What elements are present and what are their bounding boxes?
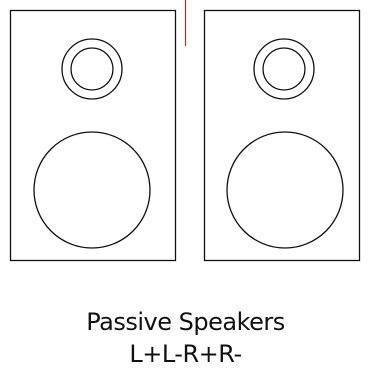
left-tweeter-outer: [61, 38, 123, 100]
left-speaker: [9, 9, 177, 262]
right-tweeter-inner: [262, 47, 306, 91]
right-speaker-cabinet: [203, 9, 361, 262]
terminal-labels: L+L-R+R-: [129, 340, 242, 368]
left-tweeter-inner: [70, 47, 114, 91]
diagram-title: Passive Speakers: [86, 308, 285, 336]
right-tweeter-outer: [253, 38, 315, 100]
right-speaker: [203, 9, 361, 262]
left-woofer: [33, 131, 151, 249]
left-speaker-cabinet: [9, 9, 177, 262]
right-woofer: [226, 131, 344, 249]
